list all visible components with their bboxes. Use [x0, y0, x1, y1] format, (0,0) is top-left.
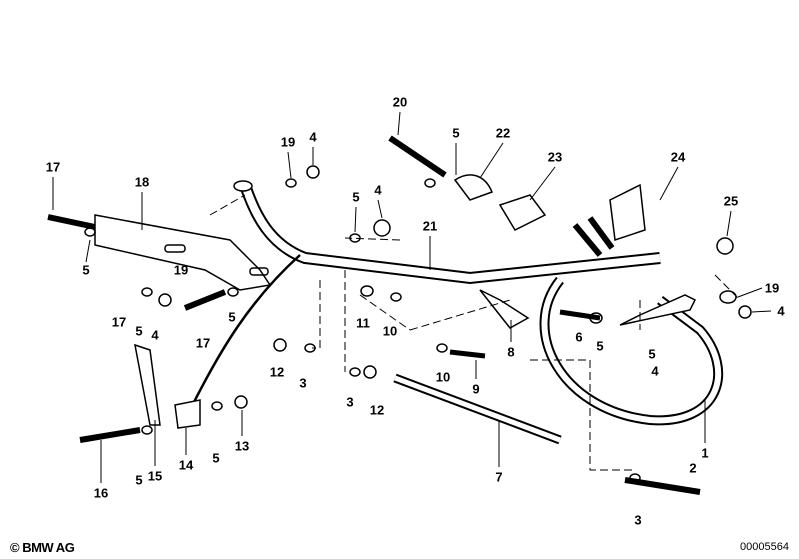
part-label-5: 5	[82, 262, 90, 278]
part-label-17: 17	[195, 335, 211, 351]
cable	[188, 254, 301, 411]
frame-loop-1	[539, 276, 724, 426]
bracket-18	[94, 214, 272, 291]
part-label-5: 5	[135, 323, 143, 339]
label-leaders	[52, 111, 772, 483]
copyright-text: © BMW AG	[10, 540, 75, 555]
part-label-14: 14	[178, 457, 194, 473]
part-label-10: 10	[435, 369, 451, 385]
part-label-17: 17	[45, 159, 61, 175]
part-label-7: 7	[495, 469, 503, 485]
part-label-2: 2	[689, 460, 697, 476]
part-label-22: 22	[495, 125, 511, 141]
document-number: 00005564	[740, 541, 789, 553]
part-label-16: 16	[93, 485, 109, 501]
part-label-20: 20	[392, 94, 408, 110]
part-label-4: 4	[777, 303, 785, 319]
part-label-11: 11	[356, 315, 370, 331]
part-label-6: 6	[575, 329, 583, 345]
part-label-23: 23	[547, 149, 563, 165]
clamps-and-brackets	[134, 174, 697, 429]
part-label-25: 25	[723, 193, 739, 209]
part-label-13: 13	[234, 438, 250, 454]
part-label-15: 15	[147, 468, 163, 484]
rod-7	[393, 373, 562, 445]
part-label-19: 19	[173, 262, 189, 278]
part-label-24: 24	[670, 149, 686, 165]
part-label-3: 3	[634, 512, 642, 528]
part-label-8: 8	[507, 344, 515, 360]
part-label-5: 5	[212, 450, 220, 466]
part-label-19: 19	[280, 134, 296, 150]
part-label-1: 1	[701, 445, 709, 461]
part-label-4: 4	[151, 327, 159, 343]
part-label-9: 9	[472, 381, 480, 397]
part-label-5: 5	[352, 189, 360, 205]
part-label-5: 5	[452, 125, 460, 141]
part-label-3: 3	[299, 375, 307, 391]
part-label-4: 4	[651, 363, 659, 379]
part-label-12: 12	[369, 402, 385, 418]
main-tube-21	[233, 180, 661, 285]
part-label-5: 5	[648, 346, 656, 362]
part-label-18: 18	[134, 174, 150, 190]
part-label-21: 21	[422, 218, 438, 234]
leader-lines	[209, 194, 741, 471]
part-label-5: 5	[228, 309, 236, 325]
bolts-and-nuts	[47, 135, 752, 495]
part-label-12: 12	[269, 364, 285, 380]
part-label-19: 19	[764, 280, 780, 296]
part-label-3: 3	[346, 394, 354, 410]
part-label-4: 4	[374, 182, 382, 198]
part-label-5: 5	[596, 338, 604, 354]
part-label-5: 5	[135, 472, 143, 488]
part-label-4: 4	[309, 129, 317, 145]
part-label-17: 17	[111, 314, 127, 330]
part-label-10: 10	[382, 323, 398, 339]
